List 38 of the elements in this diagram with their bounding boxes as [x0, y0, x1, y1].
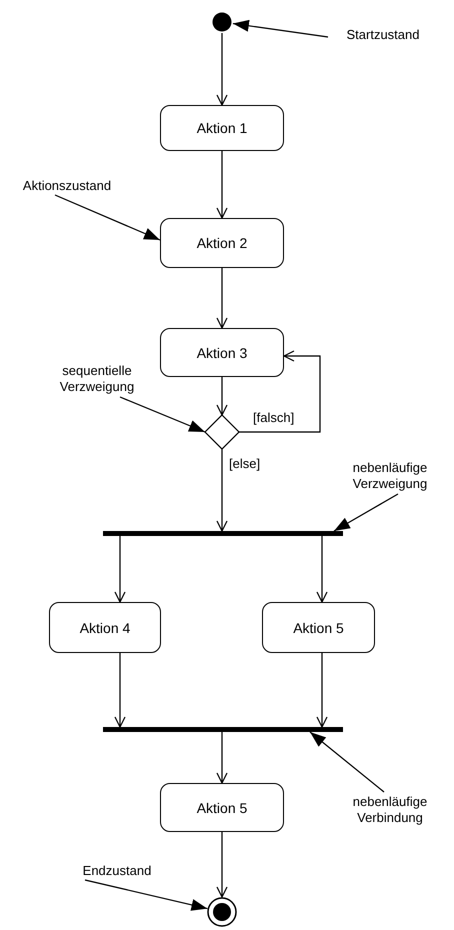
action-label: Aktion 5 — [293, 620, 344, 636]
annotation-text: Startzustand — [346, 26, 420, 44]
action-box — [160, 105, 284, 151]
annotation-text: nebenläufige Verbindung — [352, 794, 428, 826]
flow-arrow — [216, 732, 228, 784]
leader-arrow — [120, 396, 206, 433]
flow-arrow — [114, 653, 126, 728]
leader-arrow — [334, 493, 398, 532]
flow-arrow — [216, 832, 228, 898]
action-label: Aktion 5 — [196, 800, 248, 816]
leader-arrow — [54, 194, 160, 241]
flow-arrow — [216, 377, 228, 416]
flow-arrow — [216, 268, 228, 329]
flow-arrow — [114, 536, 126, 603]
leader-arrow — [232, 20, 328, 38]
action-label: Aktion 3 — [196, 344, 248, 360]
flow-arrow — [216, 151, 228, 219]
action-box — [160, 783, 284, 832]
action-label: Aktion 1 — [196, 120, 248, 136]
action-box — [160, 218, 284, 268]
action-label: Aktion 4 — [80, 620, 130, 636]
flow-arrow — [316, 653, 328, 728]
leader-arrow — [310, 732, 384, 792]
annotation-text: sequentielle Verzweigung — [58, 362, 136, 396]
action-box — [49, 602, 161, 653]
flow-arrow — [216, 33, 228, 106]
edge-label: [else] — [228, 456, 262, 471]
leader-arrow — [84, 879, 208, 911]
flow-arrow — [239, 350, 321, 433]
annotation-text: Endzustand — [82, 862, 152, 880]
action-box — [262, 602, 375, 653]
action-label: Aktion 2 — [196, 235, 248, 251]
annotation-text: nebenläufige Verzweigung — [352, 460, 428, 492]
flow-arrow — [316, 536, 328, 603]
action-box — [160, 328, 284, 377]
annotation-text: Aktionszustand — [22, 178, 112, 194]
flow-arrow — [216, 449, 228, 532]
edge-label: [falsch] — [252, 410, 296, 425]
